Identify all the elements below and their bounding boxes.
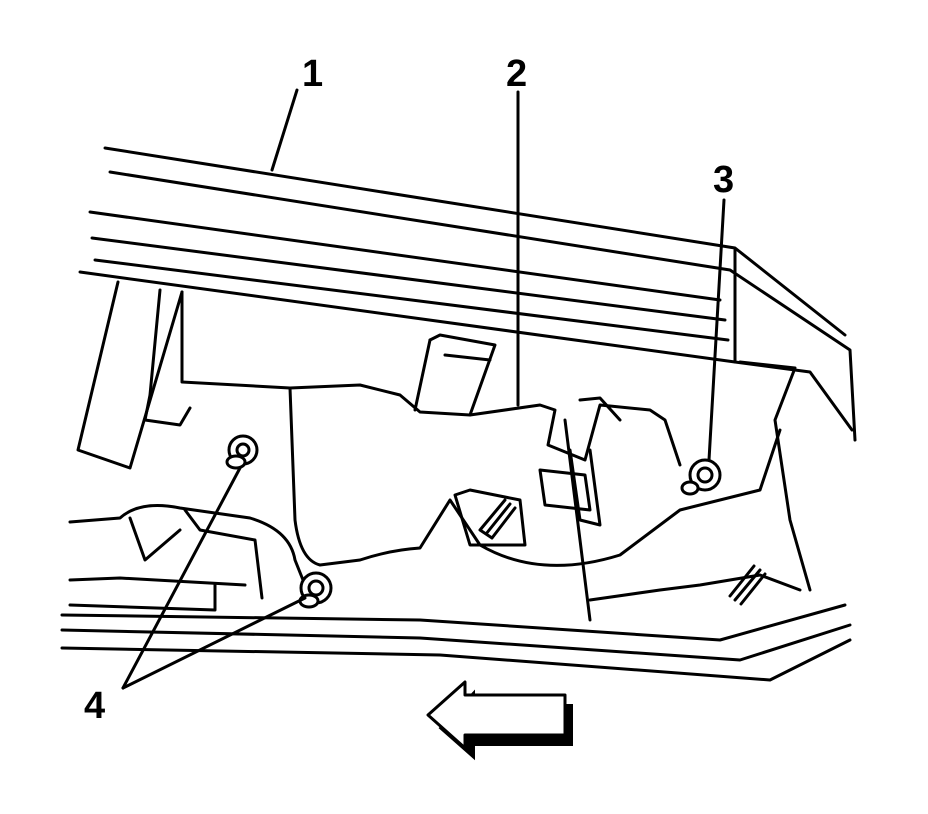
stud-upper (478, 498, 517, 540)
callout-2: 2 (506, 53, 527, 95)
floor-panel (60, 290, 852, 682)
callout-3: 3 (713, 159, 734, 201)
rail-assembly (76, 146, 857, 470)
nut-4a (225, 434, 259, 470)
leader-line-4b (121, 596, 307, 690)
stud-lower (728, 564, 767, 606)
leader-line-4a (121, 466, 242, 690)
leader-line-3 (707, 198, 726, 462)
callout-1: 1 (302, 53, 323, 95)
callout-4: 4 (84, 685, 105, 727)
bracket-assembly (288, 333, 782, 567)
leader-line-1 (270, 88, 299, 172)
nut-3 (680, 458, 722, 496)
nut-4b (298, 571, 333, 609)
direction-arrow-icon (426, 680, 573, 761)
